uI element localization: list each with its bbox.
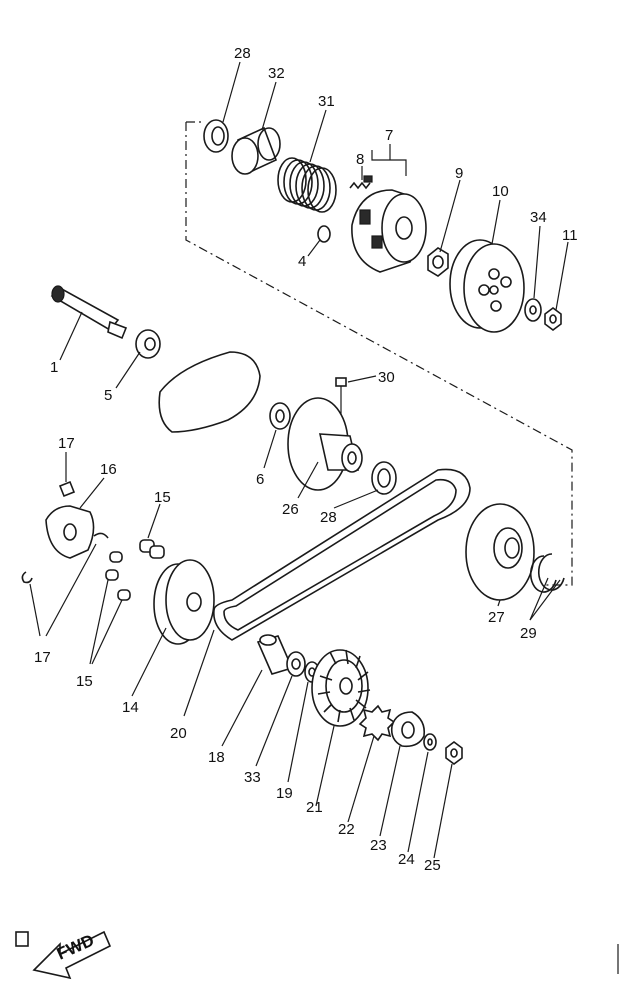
part-27-secondary-sheave — [465, 503, 535, 601]
part-4-o-ring — [317, 225, 331, 243]
callout-33: 33 — [244, 769, 261, 786]
callout-1: 1 — [50, 359, 58, 376]
callout-24: 24 — [398, 851, 415, 868]
part-5-bearing — [135, 329, 161, 359]
part-17-clip — [21, 571, 33, 584]
callout-15-bottom: 15 — [76, 673, 93, 690]
part-33-washer — [286, 651, 306, 677]
case-cover — [158, 351, 261, 433]
callout-34: 34 — [530, 209, 547, 226]
callout-31: 31 — [318, 93, 335, 110]
part-15-roller-weights — [105, 539, 165, 601]
part-8-small-spring — [349, 175, 373, 190]
part-20-v-belt — [213, 468, 471, 641]
callout-29: 29 — [520, 625, 537, 642]
callout-22: 22 — [338, 821, 355, 838]
assembly-boundary — [185, 121, 573, 586]
callout-21: 21 — [306, 799, 323, 816]
part-16-ramp-plate — [45, 505, 95, 559]
part-17-clip — [58, 480, 76, 498]
callout-4: 4 — [298, 253, 306, 270]
callout-5: 5 — [104, 387, 112, 404]
callout-19: 19 — [276, 785, 293, 802]
callout-labels: 28 32 31 7 8 9 10 34 11 4 1 5 30 6 26 28… — [34, 45, 578, 874]
part-29-circlips — [529, 553, 565, 593]
part-17-clip — [93, 532, 109, 539]
callout-17-top: 17 — [58, 435, 75, 452]
part-23-drive-plate — [390, 711, 426, 748]
callout-25: 25 — [424, 857, 441, 874]
part-18-sleeve — [256, 634, 294, 675]
part-34-washer — [524, 298, 542, 322]
callout-8: 8 — [356, 151, 364, 168]
part-1-primary-shaft — [50, 285, 128, 340]
callout-20: 20 — [170, 725, 187, 742]
part-6-washer — [269, 402, 291, 430]
callout-17-bottom: 17 — [34, 649, 51, 666]
callout-11: 11 — [562, 227, 578, 244]
callout-14: 14 — [122, 699, 139, 716]
callout-6: 6 — [256, 471, 264, 488]
part-21-cooling-fan — [311, 649, 371, 727]
callout-30: 30 — [378, 369, 395, 386]
callout-28-lower: 28 — [320, 509, 337, 526]
part-11-nut — [544, 307, 562, 331]
part-25-nut — [445, 741, 463, 765]
part-7-clutch-carrier — [351, 189, 427, 273]
callout-16: 16 — [100, 461, 117, 478]
part-9-nut — [427, 247, 449, 277]
part-28-spacer — [203, 119, 229, 153]
part-22-one-way-clutch — [358, 704, 396, 742]
callout-27: 27 — [488, 609, 505, 626]
callout-32: 32 — [268, 65, 285, 82]
callout-15-top: 15 — [154, 489, 171, 506]
part-24-washer — [423, 733, 437, 751]
callout-23: 23 — [370, 837, 387, 854]
callout-18: 18 — [208, 749, 225, 766]
callout-28-top: 28 — [234, 45, 251, 62]
part-14-movable-sheave — [153, 559, 215, 645]
part-28-collar — [371, 461, 397, 495]
part-26-fixed-sheave — [287, 397, 363, 491]
leader-lines — [29, 61, 569, 859]
callout-10: 10 — [492, 183, 509, 200]
part-10-clutch-housing — [449, 239, 525, 333]
callout-9: 9 — [455, 165, 463, 182]
fwd-arrow: FWD — [15, 931, 112, 980]
callout-7: 7 — [385, 127, 393, 144]
callout-26: 26 — [282, 501, 299, 518]
part-32-collar — [231, 126, 281, 175]
part-31-clutch-spring — [277, 157, 337, 213]
